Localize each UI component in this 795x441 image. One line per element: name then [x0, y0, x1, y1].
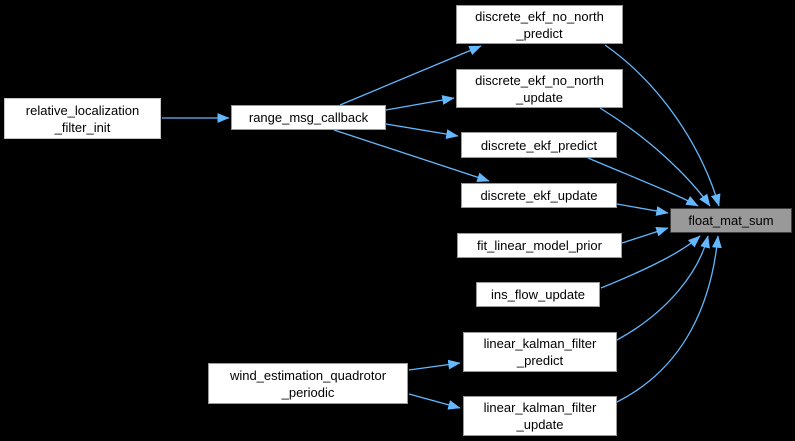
- node-label-line: float_mat_sum: [688, 213, 774, 228]
- node-discrete_ekf_predict[interactable]: discrete_ekf_predict: [461, 132, 617, 158]
- node-label-line: linear_kalman_filter: [483, 400, 597, 415]
- node-fit_linear_model_prior[interactable]: fit_linear_model_prior: [457, 233, 622, 258]
- node-ins_flow_update[interactable]: ins_flow_update: [476, 282, 600, 307]
- edge-linear_kalman_filter_update-to-float_mat_sum: [616, 235, 722, 403]
- edge-fit_linear_model_prior-to-float_mat_sum: [621, 226, 669, 244]
- node-linear_kalman_filter_predict[interactable]: linear_kalman_filter _predict: [463, 332, 617, 372]
- edge-linear_kalman_filter_predict-to-float_mat_sum: [616, 235, 710, 341]
- edge-discrete_ekf_no_north_update-to-float_mat_sum: [599, 107, 711, 207]
- node-label-line: _update: [516, 417, 564, 432]
- edge-range_msg_callback-to-discrete_ekf_predict: [385, 123, 459, 139]
- node-label-line: discrete_ekf_update: [480, 188, 598, 203]
- node-wind_estimation_quadrotor_periodic[interactable]: wind_estimation_quadrotor _periodic: [208, 363, 408, 404]
- edge-range_msg_callback-to-discrete_ekf_no_north_update: [385, 95, 455, 111]
- node-label-line: discrete_ekf_predict: [480, 137, 598, 153]
- node-label-line: _filter_init: [54, 119, 111, 135]
- node-label-line: ins_flow_update: [491, 287, 585, 302]
- node-float_mat_sum: float_mat_sum: [670, 208, 792, 233]
- edge-discrete_ekf_no_north_predict-to-float_mat_sum: [604, 44, 721, 207]
- node-discrete_ekf_no_north_update[interactable]: discrete_ekf_no_north _update: [456, 69, 623, 108]
- node-label-line: _predict: [516, 25, 563, 41]
- node-relative_localization_filter_init[interactable]: relative_localization _filter_init: [4, 98, 161, 139]
- node-linear_kalman_filter_update[interactable]: linear_kalman_filter _update: [463, 396, 617, 436]
- node-label-line: range_msg_callback: [248, 110, 369, 125]
- node-label-line: discrete_ekf_no_north: [475, 8, 604, 24]
- edge-wind_estimation_quadrotor_periodic-to-linear_kalman_filter_predict: [408, 359, 461, 371]
- edge-range_msg_callback-to-discrete_ekf_no_north_predict: [339, 45, 482, 106]
- node-label-line: discrete_ekf_no_north: [475, 72, 604, 88]
- node-range_msg_callback[interactable]: range_msg_callback: [231, 105, 386, 130]
- node-label-line: _update: [516, 89, 563, 105]
- node-discrete_ekf_update[interactable]: discrete_ekf_update: [461, 183, 617, 208]
- edge-range_msg_callback-to-discrete_ekf_update: [333, 129, 490, 183]
- node-label-line: wind_estimation_quadrotor: [229, 367, 387, 383]
- node-label-line: _periodic: [281, 384, 335, 400]
- edge-ins_flow_update-to-float_mat_sum: [600, 235, 701, 289]
- node-label-line: relative_localization: [25, 102, 140, 118]
- node-label-line: _predict: [516, 353, 564, 368]
- node-label-line: fit_linear_model_prior: [476, 238, 602, 253]
- edge-wind_estimation_quadrotor_periodic-to-linear_kalman_filter_update: [408, 393, 461, 410]
- edge-discrete_ekf_predict-to-float_mat_sum: [587, 157, 699, 207]
- edge-discrete_ekf_update-to-float_mat_sum: [616, 203, 669, 216]
- node-label-line: linear_kalman_filter: [483, 336, 597, 351]
- node-discrete_ekf_no_north_predict[interactable]: discrete_ekf_no_north _predict: [456, 5, 623, 44]
